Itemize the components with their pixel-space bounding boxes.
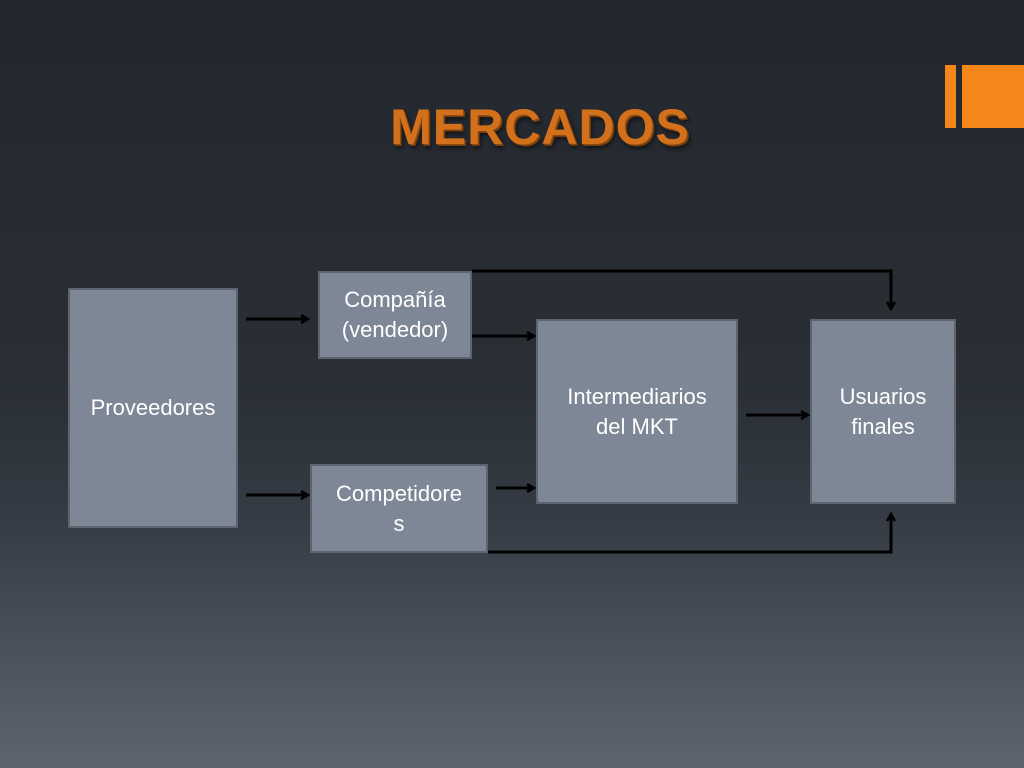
box-intermediarios-label-line2: del MKT — [596, 413, 678, 439]
box-usuarios-label-line2: finales — [851, 413, 915, 439]
box-usuarios: Usuarios finales — [810, 319, 956, 504]
box-competidores-label-line1: Competidore — [336, 480, 462, 506]
decorative-orange-block — [962, 65, 1024, 128]
decorative-orange-bar — [945, 65, 956, 128]
box-intermediarios: Intermediarios del MKT — [536, 319, 738, 504]
box-compania-label-line1: Compañía — [344, 287, 446, 312]
box-usuarios-label-line1: Usuarios — [839, 383, 927, 409]
slide-title: MERCADOS — [390, 99, 690, 155]
box-compania: Compañía (vendedor) — [318, 271, 472, 359]
box-competidores: Competidore s — [310, 464, 488, 553]
box-compania-label-line2: (vendedor) — [341, 317, 449, 342]
box-intermediarios-label-line1: Intermediarios — [567, 383, 707, 409]
box-proveedores: Proveedores — [68, 288, 238, 528]
box-competidores-label-line2: s — [393, 510, 405, 536]
box-proveedores-label: Proveedores — [90, 395, 216, 420]
arrow-competidores-to-usuarios — [488, 514, 891, 554]
arrow-compania-to-usuarios — [472, 269, 891, 309]
